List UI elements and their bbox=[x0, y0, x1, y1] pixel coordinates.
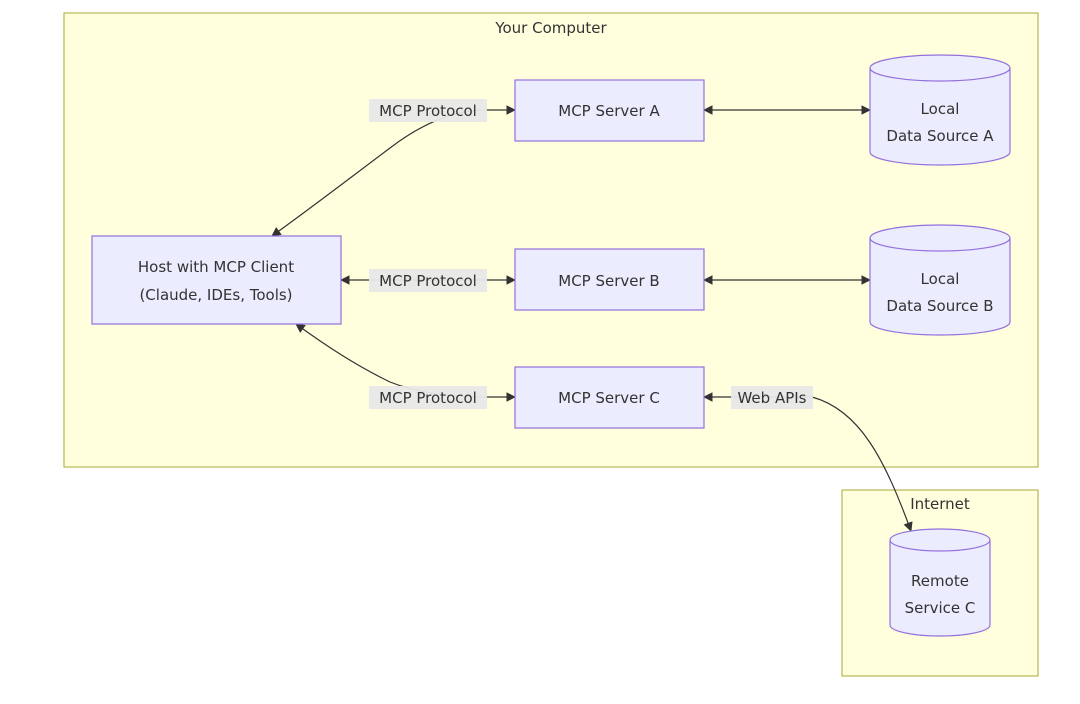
svg-text:Data Source B: Data Source B bbox=[886, 297, 993, 315]
node-remote-service-c[interactable]: Remote Service C bbox=[889, 528, 991, 637]
svg-text:Web APIs: Web APIs bbox=[737, 389, 806, 407]
svg-text:Service C: Service C bbox=[905, 599, 976, 617]
node-mcp-server-a[interactable]: MCP Server A bbox=[514, 79, 705, 142]
node-host-line1: Host with MCP Client bbox=[138, 258, 294, 276]
cluster-internet-label: Internet bbox=[910, 495, 970, 513]
node-host-line2: (Claude, IDEs, Tools) bbox=[139, 286, 292, 304]
svg-text:MCP Server A: MCP Server A bbox=[558, 102, 660, 120]
svg-text:MCP Server B: MCP Server B bbox=[558, 272, 659, 290]
svg-text:MCP Protocol: MCP Protocol bbox=[379, 389, 477, 407]
svg-text:MCP Protocol: MCP Protocol bbox=[379, 102, 477, 120]
edge-label-host-server-b: MCP Protocol bbox=[369, 269, 487, 292]
edge-label-server-c-remote: Web APIs bbox=[731, 386, 813, 409]
edge-label-host-server-c: MCP Protocol bbox=[369, 386, 487, 409]
svg-text:Data Source A: Data Source A bbox=[886, 127, 994, 145]
edge-label-host-server-a: MCP Protocol bbox=[369, 99, 487, 122]
node-host-with-mcp-client[interactable]: Host with MCP Client (Claude, IDEs, Tool… bbox=[91, 235, 342, 325]
node-local-data-source-b[interactable]: Local Data Source B bbox=[869, 224, 1011, 336]
node-local-data-source-a[interactable]: Local Data Source A bbox=[869, 54, 1011, 166]
svg-text:Local: Local bbox=[921, 270, 960, 288]
node-mcp-server-b[interactable]: MCP Server B bbox=[514, 248, 705, 311]
svg-text:MCP Server C: MCP Server C bbox=[558, 389, 660, 407]
svg-text:MCP Protocol: MCP Protocol bbox=[379, 272, 477, 290]
node-mcp-server-c[interactable]: MCP Server C bbox=[514, 366, 705, 429]
cluster-your-computer-label: Your Computer bbox=[494, 19, 607, 37]
svg-text:Local: Local bbox=[921, 100, 960, 118]
svg-text:Remote: Remote bbox=[911, 572, 969, 590]
